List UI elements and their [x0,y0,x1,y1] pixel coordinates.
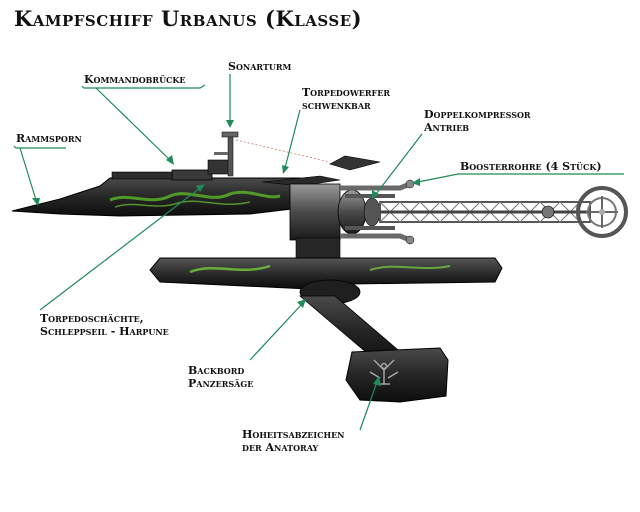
sonar-tower [227,135,234,177]
leader-torpedowerfer [284,109,301,169]
label-kommandobruecke: Kommandobrücke [84,73,186,86]
label-torpedoschaechte: Torpedoschächte, Schleppseil - Harpune [40,312,169,338]
label-torpedowerfer: Torpedowerfer schwenkbar [302,86,390,112]
label-boosterrohre: Boosterrohre (4 Stück) [460,160,602,173]
label-rammsporn: Rammsporn [16,132,82,145]
torpedo-launcher [261,175,341,187]
leader-lines [13,74,624,431]
leader-rammsporn [13,145,66,149]
leader-torpedoschaechte [39,187,201,311]
leader-kommandobruecke [81,84,206,89]
engine-block [289,183,341,241]
emblem-fin [345,347,449,403]
label-hoheitsabzeichen: Hoheitsabzeichen der Anatoray [242,428,345,454]
tail-boom [379,186,628,238]
label-backbord: Backbord Panzersäge [188,364,254,390]
page-title: Kampfschiff Urbanus (Klasse) [14,6,363,31]
booster-tubes [340,179,415,245]
leader-backbord [249,303,303,361]
label-doppelkompressor: Doppelkompressor Antrieb [424,108,531,134]
hull-glow [109,190,281,202]
leader-doppelkompressor [375,133,423,195]
leader-hoheitsabzeichen [359,381,378,431]
leader-arrowheads [32,120,420,386]
command-bridge [171,169,213,181]
label-sonarturm: Sonarturm [228,60,292,73]
